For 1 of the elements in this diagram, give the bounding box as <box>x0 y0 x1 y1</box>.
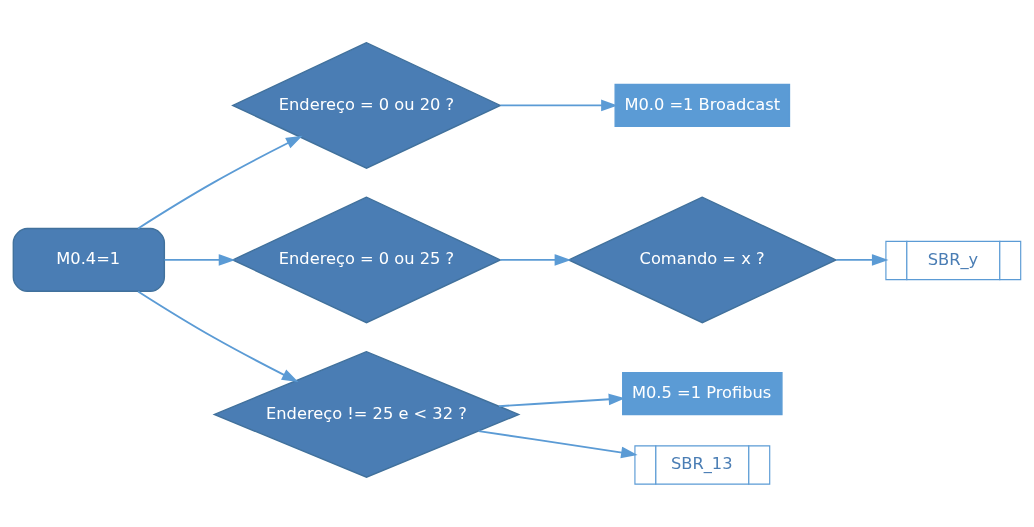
node-text: SBR_y <box>927 249 979 269</box>
